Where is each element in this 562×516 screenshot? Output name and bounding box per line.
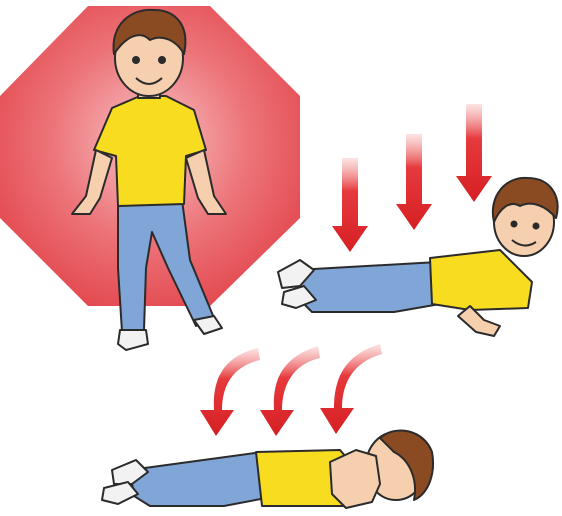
down-arrow-1 [332, 158, 368, 252]
left-shoe [118, 330, 148, 350]
down-arrow-3 [456, 104, 492, 202]
left-eye [512, 222, 517, 227]
boy-rolling-face-covered [102, 430, 433, 508]
left-eye [133, 57, 139, 63]
down-arrows-icon [332, 104, 492, 252]
jeans [296, 262, 440, 312]
curved-arrow-1 [200, 348, 260, 436]
down-arrow-2 [396, 134, 432, 230]
hands-covering-face [330, 450, 380, 508]
curved-arrow-2 [260, 346, 320, 436]
jeans [130, 452, 266, 506]
right-eye [534, 224, 539, 229]
shirt [430, 250, 532, 310]
curved-arrow-3 [320, 344, 382, 434]
right-shoe [194, 316, 222, 334]
curved-arrows-icon [200, 344, 382, 436]
right-eye [159, 57, 165, 63]
